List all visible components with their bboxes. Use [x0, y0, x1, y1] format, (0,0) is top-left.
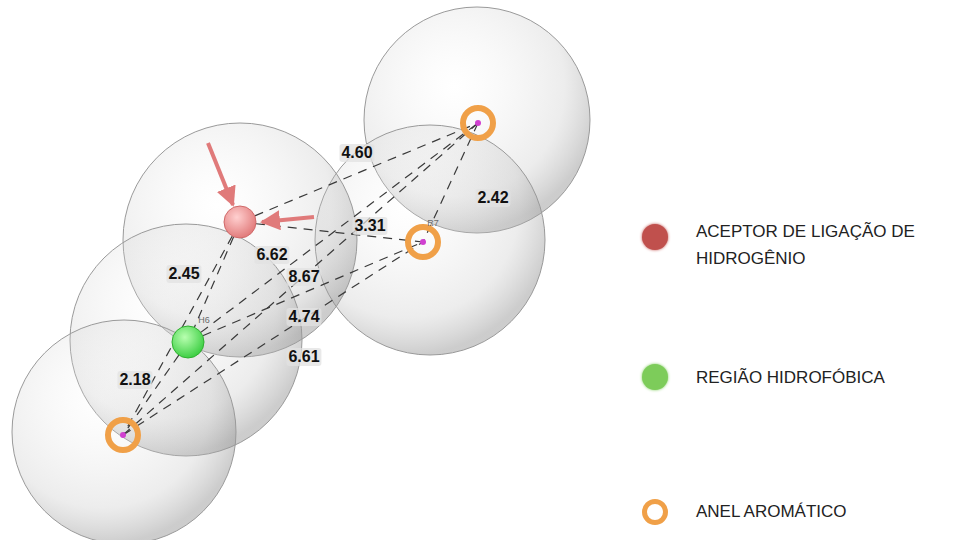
distance-value: 6.62 [254, 246, 289, 264]
distance-value: 2.42 [475, 189, 510, 207]
distance-value: 2.18 [117, 371, 152, 389]
pointer-arrows [208, 143, 314, 222]
distance-value: 4.74 [286, 308, 321, 326]
exclusion-spheres [12, 7, 590, 540]
feature-tag: H6 [198, 315, 210, 325]
legend-text: REGIÃO HIDROFÓBICA [696, 364, 956, 391]
distance-value: 6.61 [286, 348, 321, 366]
distance-value: 3.31 [352, 217, 387, 235]
features [108, 108, 493, 450]
legend-swatch [642, 224, 668, 250]
legend-ring-symbol [642, 499, 668, 525]
legend-swatch [642, 364, 668, 390]
legend-text: ACEPTOR DE LIGAÇÃO DE HIDROGÊNIO [696, 218, 956, 272]
distance-value: 8.67 [286, 268, 321, 286]
feature-tag: R7 [427, 218, 439, 228]
distance-value: 4.60 [339, 144, 374, 162]
distance-value: 2.45 [166, 265, 201, 283]
distance-lines [123, 123, 478, 435]
legend-text: ANEL AROMÁTICO [696, 498, 956, 525]
